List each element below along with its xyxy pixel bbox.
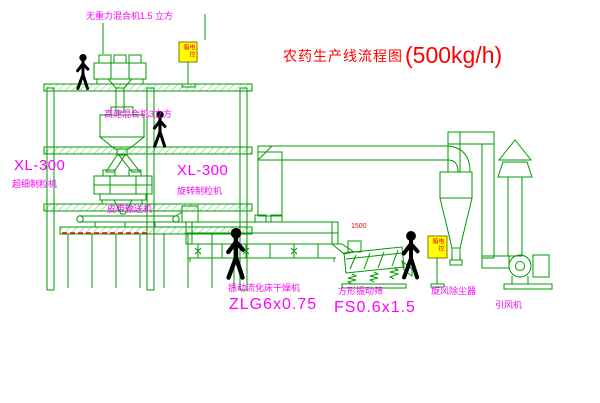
screen-dimension-text: 1500 <box>351 223 367 230</box>
label-belt-conveyor: 皮带输送机 <box>107 204 153 214</box>
induced-draft-fan <box>481 254 553 290</box>
label-granulator-left-name: 超细制粒机 <box>12 179 58 189</box>
operator-figure <box>404 231 418 277</box>
control-panel-top-text: 电控箱 <box>182 44 194 58</box>
operator-figure <box>76 52 90 91</box>
title-text: 农药生产线流程图 <box>283 47 403 64</box>
label-dryer-name: 振动流化床干燥机 <box>228 283 301 293</box>
label-screen-name: 方形振动筛 <box>338 286 384 296</box>
fluid-bed-dryer <box>181 205 339 262</box>
gravity-mixer <box>93 54 147 113</box>
label-screen-model: FS0.6x1.5 <box>334 299 416 316</box>
title-capacity: (500kg/h) <box>405 42 503 68</box>
label-granulator-left-model: XL-300 <box>14 157 66 174</box>
vibrating-screen <box>330 240 413 289</box>
control-panel-top <box>178 41 198 88</box>
label-high-speed-mixer: 高速混合机3立方 <box>104 109 173 119</box>
high-speed-mixer <box>98 106 146 173</box>
label-cyclone-name: 旋风除尘器 <box>431 286 477 296</box>
control-panel-ground <box>427 235 448 288</box>
granulator <box>93 169 153 215</box>
building-frame <box>43 83 253 291</box>
label-granulator-right-name: 旋转制粒机 <box>177 186 223 196</box>
belt-conveyor <box>76 211 183 227</box>
drawing-title: 农药生产线流程图 (500kg/h) <box>283 42 502 69</box>
control-panel-ground-text: 电控箱 <box>431 238 443 252</box>
exhaust-duct <box>257 145 471 217</box>
label-gravity-mixer: 无重力混合机1.5 立方 <box>86 11 174 21</box>
cyclone-separator <box>439 131 495 266</box>
exhaust-stack <box>497 139 533 257</box>
label-dryer-model: ZLG6x0.75 <box>229 296 318 313</box>
leader-lines <box>102 14 206 54</box>
label-granulator-right-model: XL-300 <box>177 162 229 179</box>
operator-figure <box>228 228 243 278</box>
label-fan-name: 引风机 <box>495 300 523 310</box>
